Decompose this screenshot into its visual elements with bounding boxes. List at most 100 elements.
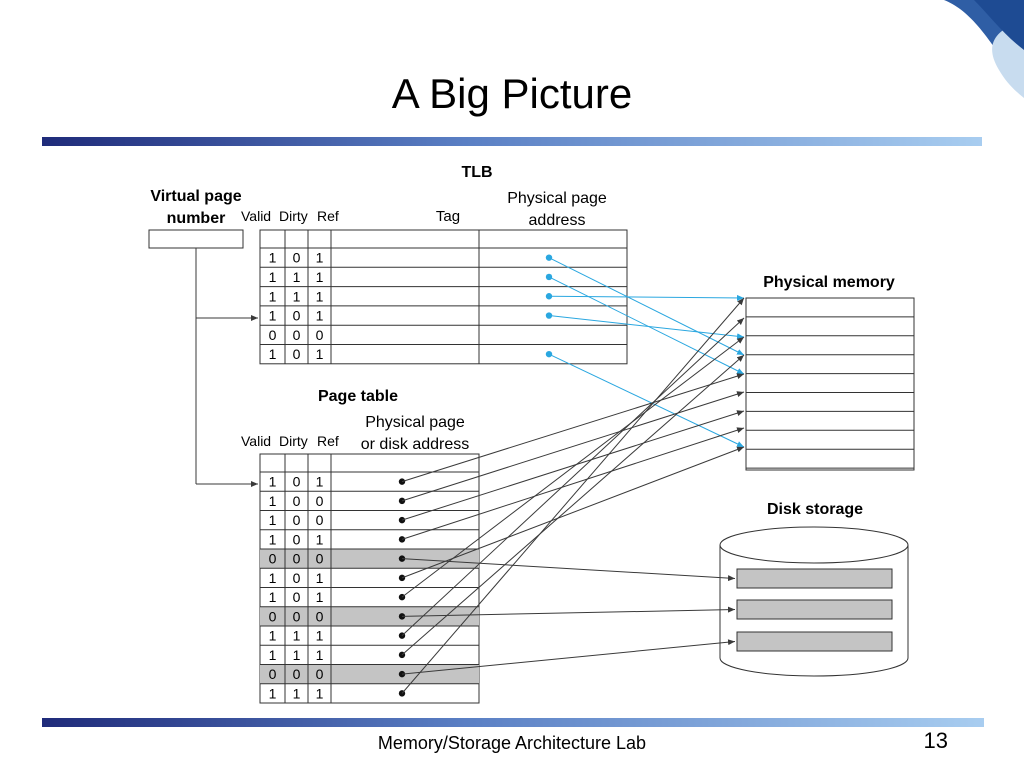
page-table-cell-valid: 1 bbox=[269, 493, 277, 509]
tlb-cell-ref: 0 bbox=[316, 327, 324, 343]
page-table-cell-dirty: 0 bbox=[293, 512, 301, 528]
page-table-cell-ref: 1 bbox=[316, 685, 324, 701]
tlb-to-memory-arrow bbox=[548, 315, 745, 340]
disk-block bbox=[736, 631, 893, 652]
tlb-cell-ref: 1 bbox=[316, 269, 324, 285]
page-table-cell-dirty: 0 bbox=[293, 608, 301, 624]
page-table-to-disk-arrow bbox=[401, 558, 736, 582]
tlb-cell-dirty: 0 bbox=[293, 327, 301, 343]
page-table-cell-ref: 1 bbox=[316, 474, 324, 490]
page-table-col-valid: Valid bbox=[241, 433, 271, 449]
tlb-col-dirty: Dirty bbox=[279, 208, 308, 224]
tlb-col-tag: Tag bbox=[436, 208, 460, 225]
virtual-page-label-line1: Virtual page bbox=[150, 188, 241, 205]
tlb-cell-valid: 1 bbox=[269, 346, 277, 362]
page-table-to-memory-arrow bbox=[401, 336, 745, 598]
page-table-row-highlight bbox=[260, 664, 479, 684]
page-table-cell-ref: 1 bbox=[316, 589, 324, 605]
page-table-cell-ref: 1 bbox=[316, 647, 324, 663]
page-table-to-memory-arrow bbox=[401, 446, 745, 579]
page-table-cell-ref: 0 bbox=[316, 551, 324, 567]
page-table-cell-dirty: 1 bbox=[293, 628, 301, 644]
page-table-col-physical-line2: or disk address bbox=[361, 436, 470, 453]
footer-divider-bar bbox=[42, 718, 984, 727]
page-table-col-physical-line1: Physical page bbox=[365, 414, 465, 431]
physical-memory-block bbox=[745, 297, 915, 471]
disk-storage-title: Disk storage bbox=[767, 501, 863, 518]
virtual-page-label-line2: number bbox=[167, 210, 226, 227]
tlb-cell-ref: 1 bbox=[316, 288, 324, 304]
tlb-col-physical-line2: address bbox=[529, 212, 586, 229]
page-table-to-disk-arrow bbox=[401, 639, 736, 675]
page-table-to-memory-arrow bbox=[401, 297, 745, 694]
page-table-cell-valid: 1 bbox=[269, 589, 277, 605]
tlb-cell-ref: 1 bbox=[316, 250, 324, 266]
page-table-cell-dirty: 0 bbox=[293, 474, 301, 490]
virtual-page-connectors bbox=[195, 248, 258, 487]
page-table-cell-valid: 0 bbox=[269, 551, 277, 567]
page-table-cell-valid: 1 bbox=[269, 512, 277, 528]
page-table-cell-valid: 1 bbox=[269, 685, 277, 701]
page-table-cell-dirty: 0 bbox=[293, 531, 301, 547]
page-table-cell-dirty: 0 bbox=[293, 589, 301, 605]
tlb-to-memory-arrow bbox=[548, 257, 745, 356]
page-table-to-memory-arrow bbox=[401, 354, 745, 656]
tlb-cell-valid: 1 bbox=[269, 250, 277, 266]
page-table-cell-ref: 0 bbox=[316, 666, 324, 682]
virtual-page-box bbox=[148, 229, 244, 249]
page-table-cell-valid: 1 bbox=[269, 531, 277, 547]
tlb-col-physical-line1: Physical page bbox=[507, 190, 607, 207]
page-table-col-ref: Ref bbox=[317, 433, 339, 449]
page-table-cell-valid: 1 bbox=[269, 474, 277, 490]
tlb-col-ref: Ref bbox=[317, 208, 339, 224]
tlb-cell-ref: 1 bbox=[316, 346, 324, 362]
disk-block bbox=[736, 568, 893, 589]
page-table-cell-ref: 0 bbox=[316, 608, 324, 624]
page-table-cell-valid: 1 bbox=[269, 647, 277, 663]
tlb-cell-dirty: 0 bbox=[293, 308, 301, 324]
page-table-cell-ref: 0 bbox=[316, 493, 324, 509]
tlb-pointer-dot bbox=[545, 350, 553, 358]
tlb-cell-valid: 1 bbox=[269, 288, 277, 304]
mapping-arrows bbox=[401, 257, 745, 694]
tlb-cell-ref: 1 bbox=[316, 308, 324, 324]
tlb-title: TLB bbox=[461, 164, 492, 181]
tlb-cell-dirty: 0 bbox=[293, 250, 301, 266]
page-table-to-disk-arrow bbox=[401, 606, 736, 617]
tlb-cell-dirty: 1 bbox=[293, 269, 301, 285]
page-table-title: Page table bbox=[318, 388, 398, 405]
tlb-cell-valid: 1 bbox=[269, 269, 277, 285]
page-table-cell-valid: 1 bbox=[269, 628, 277, 644]
tlb-cell-valid: 1 bbox=[269, 308, 277, 324]
footer-text: Memory/Storage Architecture Lab bbox=[377, 733, 647, 753]
page-table-row-highlight bbox=[260, 606, 479, 626]
page-number: 13 bbox=[923, 728, 948, 753]
page-table-cell-ref: 1 bbox=[316, 531, 324, 547]
page-table-cell-dirty: 0 bbox=[293, 551, 301, 567]
tlb-col-valid: Valid bbox=[241, 208, 271, 224]
page-table-cell-dirty: 0 bbox=[293, 666, 301, 682]
page-table-cell-valid: 0 bbox=[269, 666, 277, 682]
page-table-cell-dirty: 1 bbox=[293, 647, 301, 663]
page-table-to-memory-arrow bbox=[401, 427, 745, 540]
page-table-row-highlight bbox=[260, 549, 479, 569]
disk-block bbox=[736, 599, 893, 620]
title-divider-bar bbox=[42, 137, 982, 146]
slide-title: A Big Picture bbox=[391, 70, 633, 117]
page-table-to-memory-arrow bbox=[401, 391, 745, 502]
page-table-to-memory-arrow bbox=[401, 373, 745, 483]
page-table-to-memory-arrow bbox=[401, 317, 745, 636]
tlb-cell-dirty: 0 bbox=[293, 346, 301, 362]
page-table-cell-ref: 1 bbox=[316, 570, 324, 586]
page-table-to-memory-arrow bbox=[401, 410, 745, 521]
tlb-cell-valid: 0 bbox=[269, 327, 277, 343]
page-table-cell-valid: 1 bbox=[269, 570, 277, 586]
page-table-cell-ref: 0 bbox=[316, 512, 324, 528]
page-table-cell-dirty: 0 bbox=[293, 493, 301, 509]
physical-memory-title: Physical memory bbox=[763, 274, 895, 291]
tlb-to-memory-arrow bbox=[548, 353, 745, 448]
page-table-col-dirty: Dirty bbox=[279, 433, 308, 449]
page-table-cell-dirty: 0 bbox=[293, 570, 301, 586]
